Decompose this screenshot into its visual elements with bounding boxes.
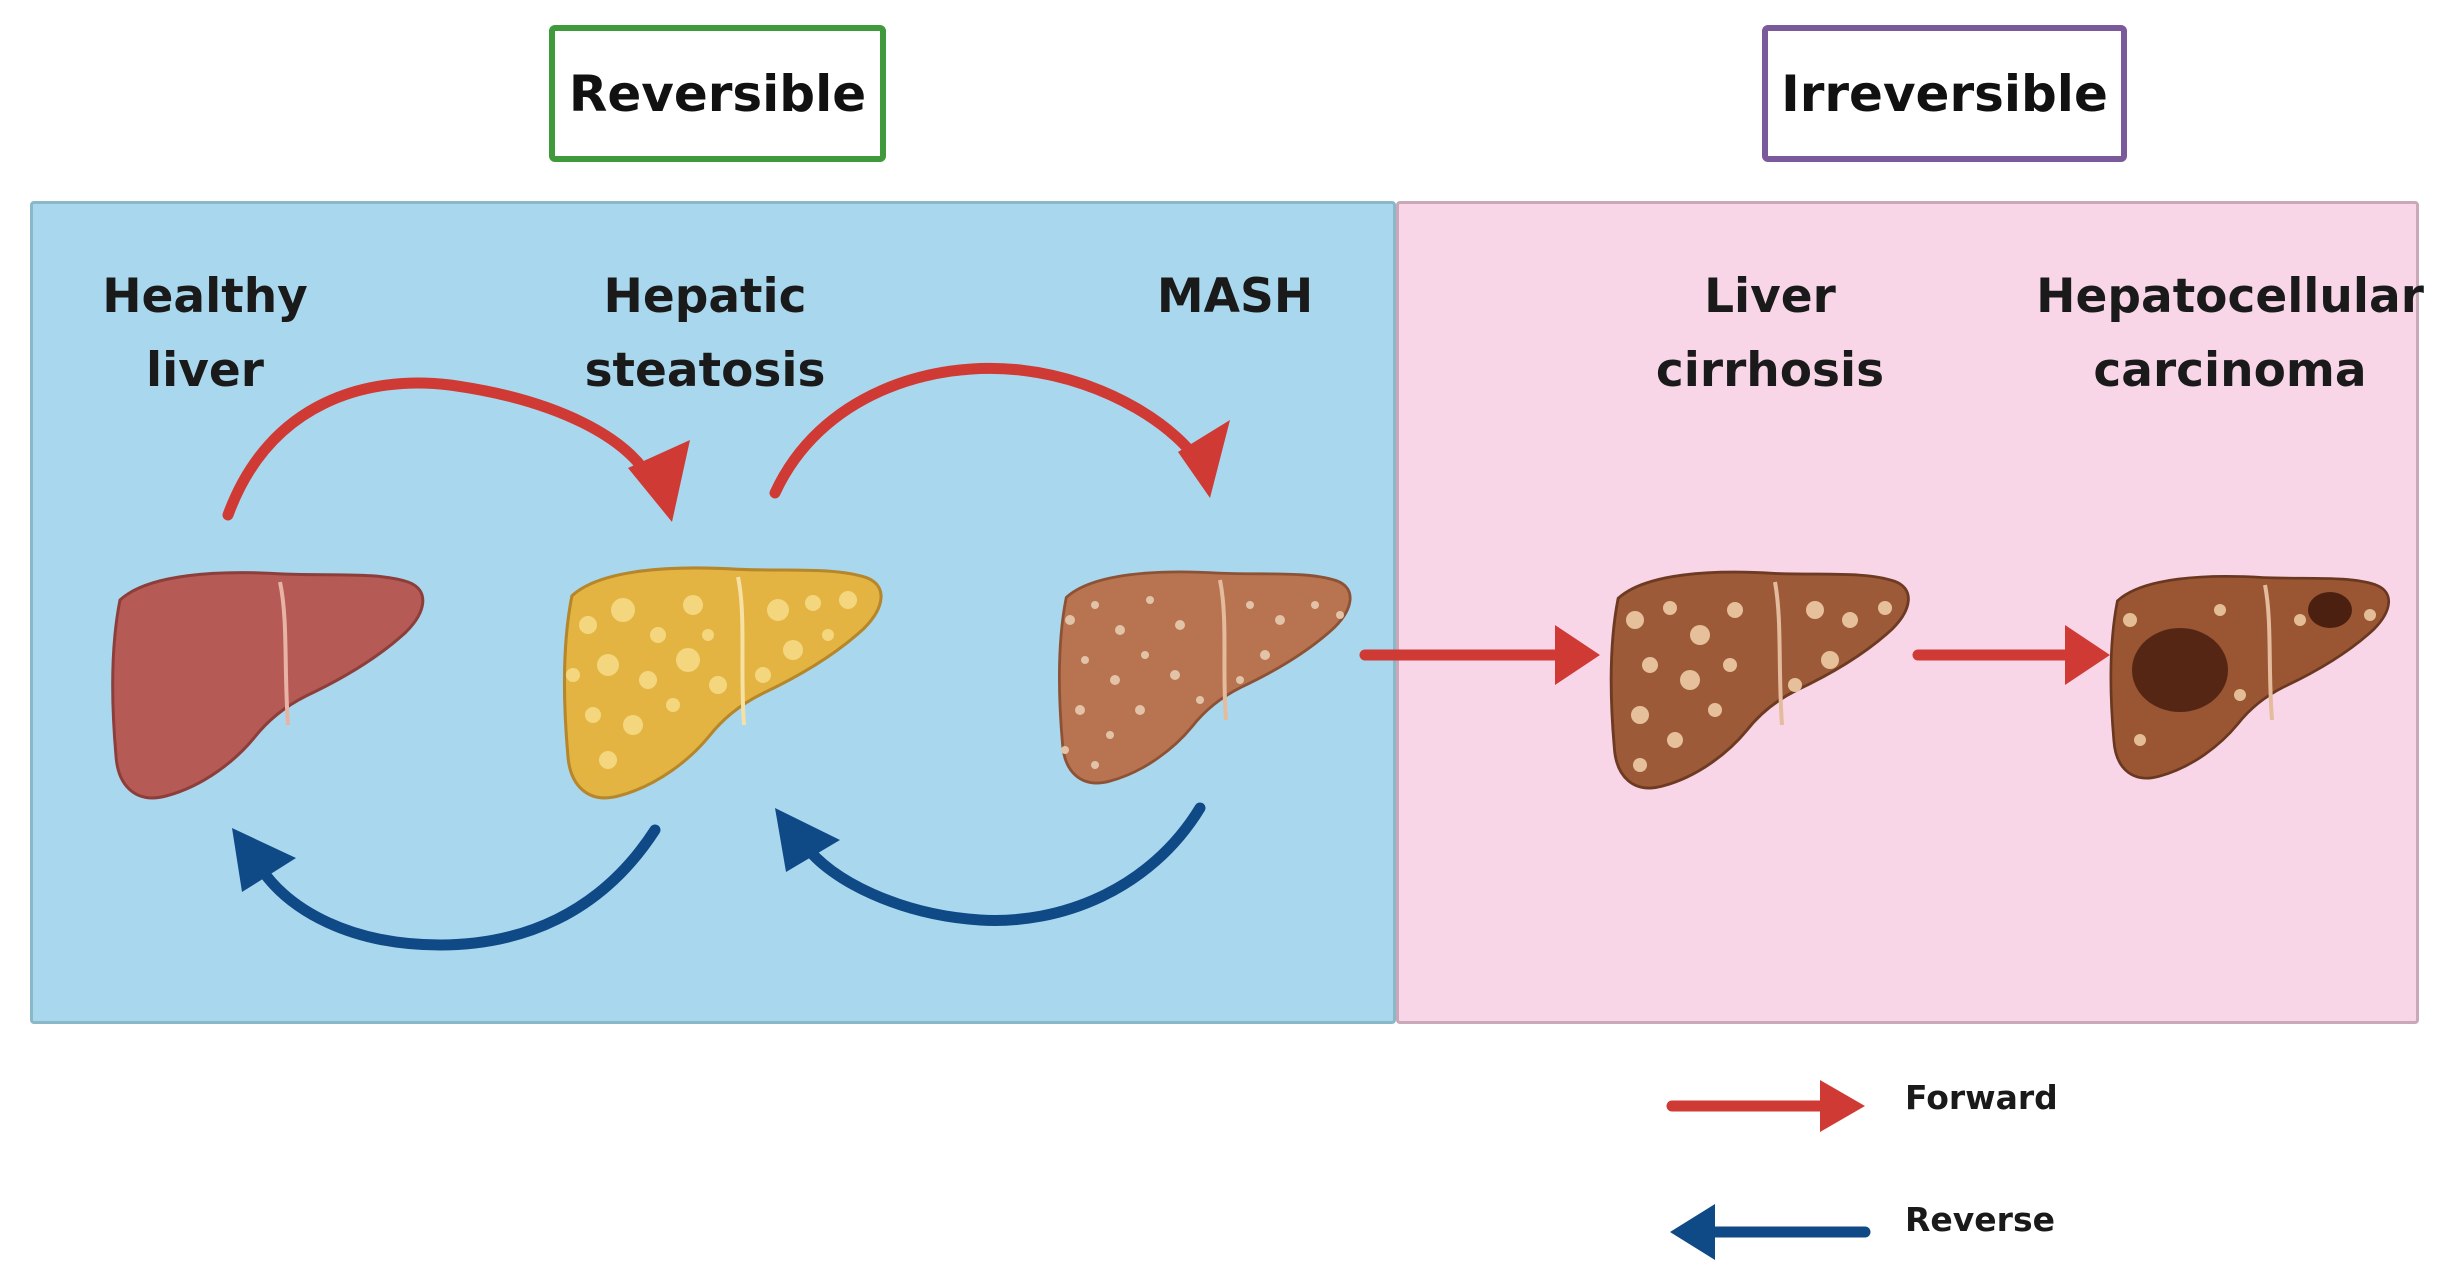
forward-arrows — [222, 362, 2076, 1112]
tumor-mass-small — [2308, 592, 2352, 628]
reverse-arrow-mash-to-steatosis — [799, 802, 1206, 926]
arrowhead — [1820, 1080, 1865, 1132]
stage-label-liver-cirrhosis: Liver cirrhosis — [1655, 269, 1885, 398]
irreversible-header: Irreversible — [1762, 25, 2127, 162]
arrowhead — [628, 440, 690, 522]
cirrhosis-nodules — [1626, 601, 1892, 772]
stage-label-mash: MASH — [1156, 269, 1314, 324]
stage-label-hepatocellular-carcinoma: Hepatocellular carcinoma — [2036, 269, 2424, 398]
arrowhead — [1555, 625, 1600, 685]
arrowhead — [232, 828, 296, 892]
stage-label-hepatic-steatosis: Hepatic steatosis — [584, 269, 826, 398]
reverse-arrow-steatosis-to-healthy — [256, 824, 661, 951]
forward-arrow-steatosis-to-mash — [769, 362, 1206, 499]
liver-cirrhosis — [1609, 570, 1910, 790]
arrowhead — [2065, 625, 2110, 685]
fat-droplets — [566, 591, 857, 769]
mash-speckles — [1061, 596, 1344, 769]
liver-hcc — [2109, 574, 2391, 780]
legend-reverse-label: Reverse — [1905, 1200, 2055, 1239]
reverse-arrowheads — [232, 808, 1715, 1260]
legend-forward-label: Forward — [1905, 1078, 2058, 1117]
liver-mash — [1057, 570, 1352, 785]
forward-arrow-healthy-to-steatosis — [222, 377, 656, 521]
stage-label-healthy-liver: Healthy liver — [102, 269, 308, 398]
reverse-arrows — [256, 802, 1871, 1238]
arrowhead — [1178, 420, 1230, 498]
tumor-mass — [2132, 628, 2228, 712]
arrowhead — [775, 808, 840, 872]
liver-steatosis — [562, 566, 883, 800]
hcc-nodules — [2123, 604, 2376, 746]
reversible-header: Reversible — [549, 25, 886, 162]
arrowhead — [1670, 1204, 1715, 1260]
liver-healthy — [111, 571, 425, 800]
forward-arrowheads — [628, 420, 2110, 1132]
